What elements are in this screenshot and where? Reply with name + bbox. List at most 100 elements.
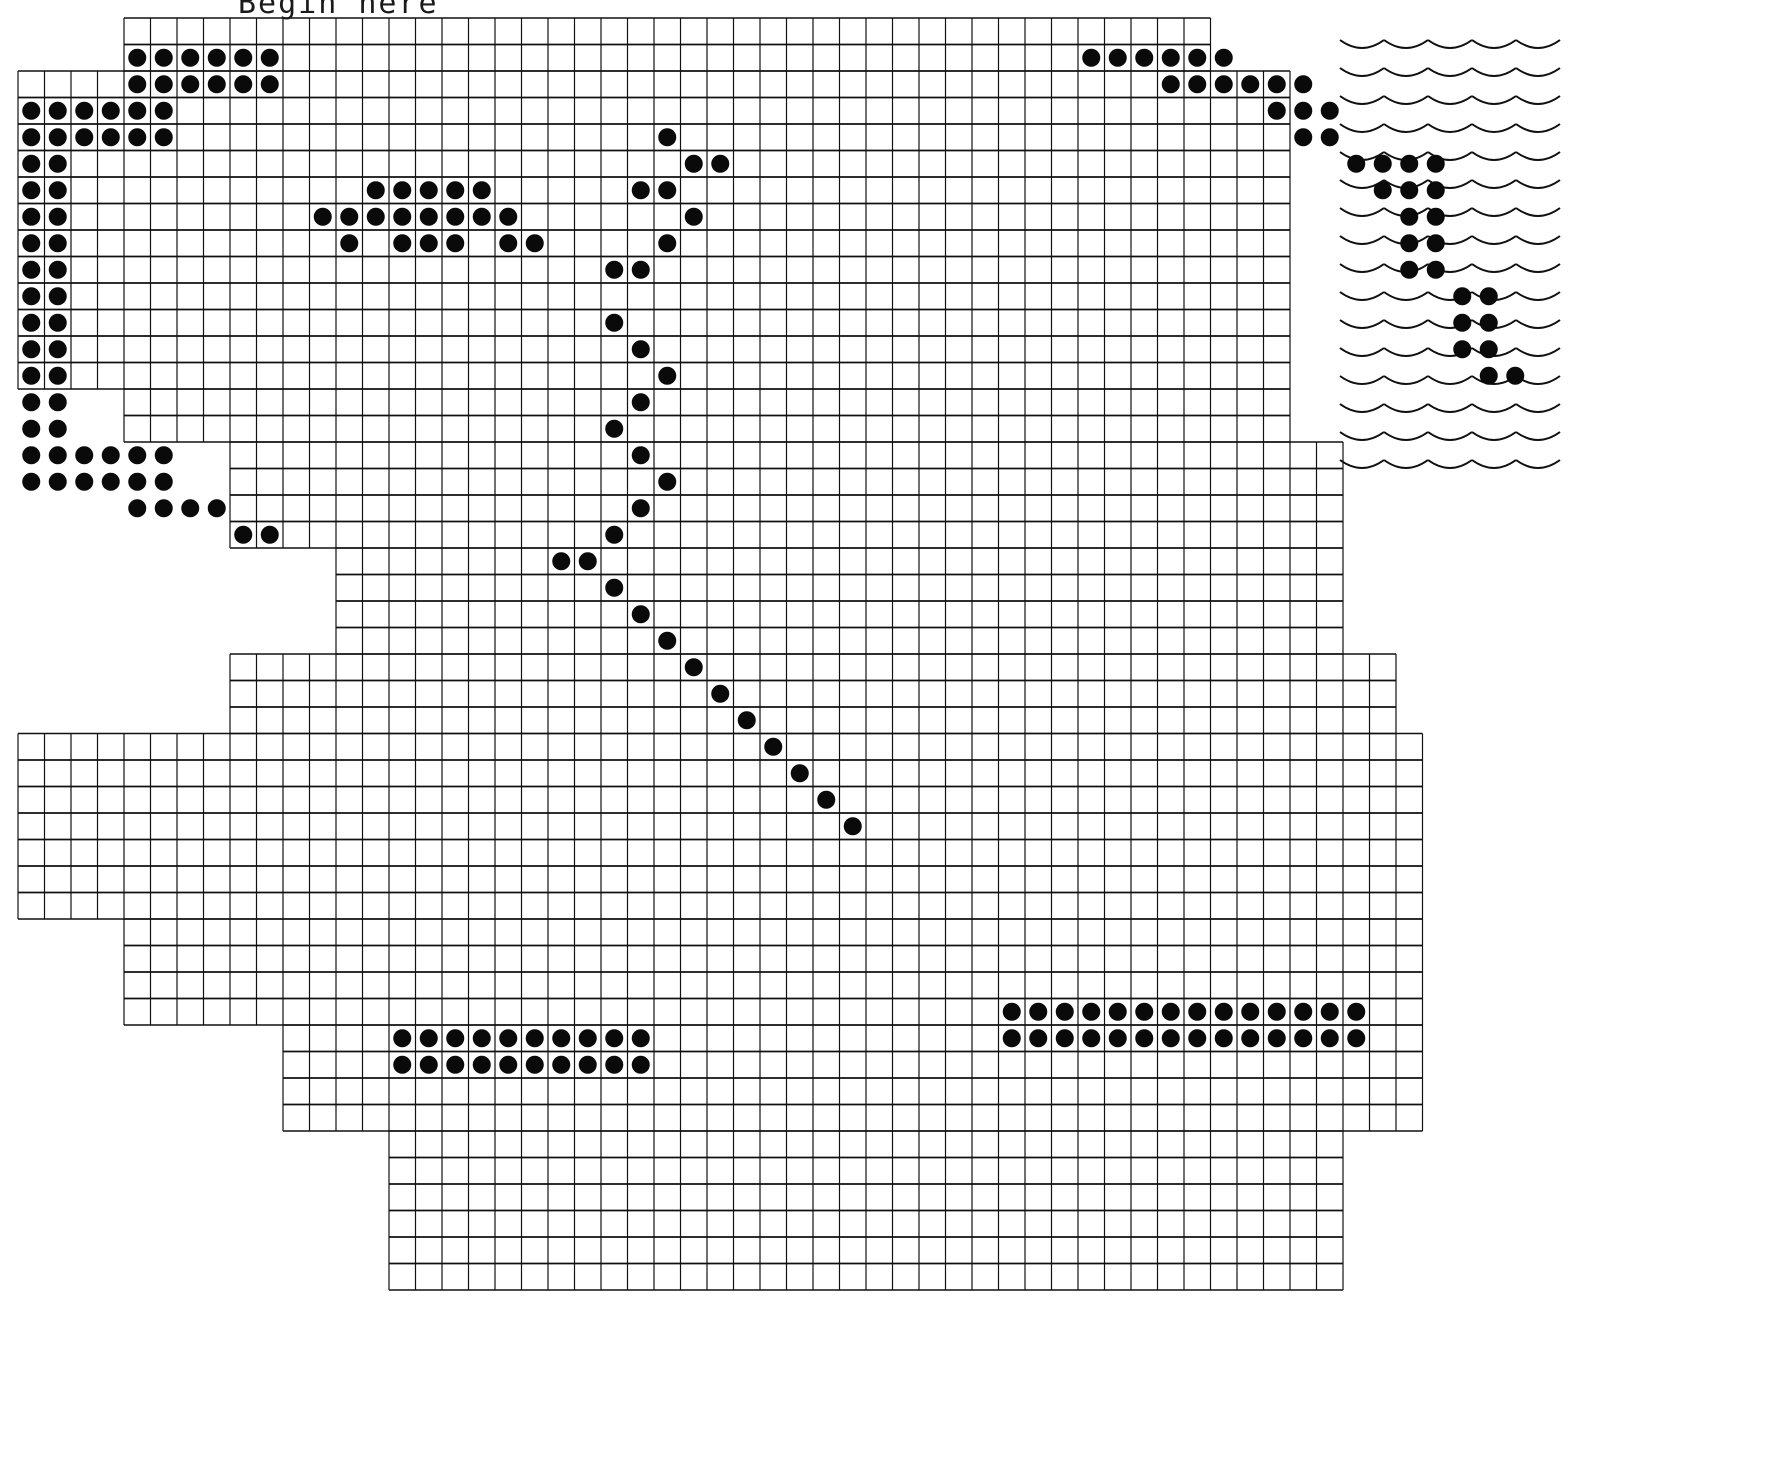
stitch-dot: [181, 49, 199, 67]
stitch-dot: [1135, 1029, 1153, 1047]
stitch-dot: [1506, 367, 1524, 385]
stitch-dot: [155, 473, 173, 491]
stitch-dot: [658, 234, 676, 252]
stitch-dot: [155, 499, 173, 517]
stitch-dot: [1400, 155, 1418, 173]
stitch-dot: [1321, 102, 1339, 120]
stitch-dot: [764, 738, 782, 756]
scallop-arc: [1340, 320, 1384, 328]
stitch-dot: [340, 208, 358, 226]
stitch-dot: [1215, 1029, 1233, 1047]
stitch-dot: [632, 1056, 650, 1074]
scallop-arc: [1340, 264, 1384, 272]
stitch-dot: [526, 1029, 544, 1047]
stitch-dot: [605, 1029, 623, 1047]
scallop-arc: [1384, 292, 1428, 300]
stitch-dot: [446, 208, 464, 226]
stitch-dot: [526, 1056, 544, 1074]
stitch-dot: [155, 49, 173, 67]
stitch-dot: [446, 234, 464, 252]
stitch-dot: [1400, 261, 1418, 279]
stitch-dot: [128, 49, 146, 67]
stitch-dot: [102, 102, 120, 120]
scallop-arc: [1428, 460, 1472, 468]
stitch-dot: [446, 1029, 464, 1047]
scallop-arc: [1472, 236, 1516, 244]
scallop-arc: [1516, 124, 1560, 132]
scallop-arc: [1472, 40, 1516, 48]
stitch-dot: [658, 632, 676, 650]
stitch-dot: [22, 181, 40, 199]
stitch-dot: [1294, 1003, 1312, 1021]
stitch-dot: [817, 791, 835, 809]
stitch-dot: [632, 393, 650, 411]
stitch-dot: [75, 128, 93, 146]
stitch-dot: [49, 446, 67, 464]
stitch-dot: [49, 234, 67, 252]
scallop-arc: [1428, 404, 1472, 412]
stitch-dot: [605, 1056, 623, 1074]
stitch-dot: [340, 234, 358, 252]
stitch-dot: [22, 261, 40, 279]
stitch-dot: [658, 128, 676, 146]
dot-layer: [22, 49, 1524, 1074]
stitch-dot: [1268, 75, 1286, 93]
stitch-dot: [473, 1029, 491, 1047]
stitch-dot: [181, 75, 199, 93]
stitch-dot: [128, 473, 146, 491]
stitch-dot: [22, 420, 40, 438]
stitch-dot: [1056, 1029, 1074, 1047]
stitch-dot: [658, 473, 676, 491]
stitch-dot: [208, 499, 226, 517]
stitch-dot: [1162, 1003, 1180, 1021]
stitch-dot: [446, 181, 464, 199]
stitch-dot: [1480, 340, 1498, 358]
scallop-arc: [1516, 292, 1560, 300]
stitch-dot: [155, 128, 173, 146]
stitch-dot: [49, 155, 67, 173]
begin-here-caption: Begin here: [238, 0, 439, 21]
stitch-dot: [1029, 1003, 1047, 1021]
scallop-arc: [1472, 96, 1516, 104]
stitch-dot: [49, 393, 67, 411]
stitch-dot: [552, 552, 570, 570]
stitch-dot: [1162, 1029, 1180, 1047]
stitch-dot: [1003, 1003, 1021, 1021]
scallop-arc: [1428, 432, 1472, 440]
stitch-dot: [738, 711, 756, 729]
stitch-dot: [49, 287, 67, 305]
stitch-dot: [261, 75, 279, 93]
stitch-dot: [499, 1056, 517, 1074]
stitch-dot: [1453, 287, 1471, 305]
stitch-dot: [1082, 1003, 1100, 1021]
stitch-dot: [393, 208, 411, 226]
scallop-arc: [1516, 348, 1560, 356]
stitch-dot: [605, 314, 623, 332]
stitch-dot: [632, 181, 650, 199]
stitch-dot: [22, 473, 40, 491]
stitch-dot: [49, 340, 67, 358]
stitch-dot: [367, 181, 385, 199]
stitch-dot: [155, 446, 173, 464]
stitch-dot: [393, 1056, 411, 1074]
scallop-arc: [1340, 124, 1384, 132]
stitch-dot: [1453, 340, 1471, 358]
stitch-dot: [1109, 1003, 1127, 1021]
stitch-dot: [1268, 1029, 1286, 1047]
stitch-dot: [314, 208, 332, 226]
scallop-arc: [1516, 320, 1560, 328]
stitch-dot: [1188, 1003, 1206, 1021]
stitch-dot: [1056, 1003, 1074, 1021]
stitch-dot: [579, 1029, 597, 1047]
scallop-arc: [1340, 68, 1384, 76]
stitch-dot: [605, 261, 623, 279]
stitch-dot: [1321, 128, 1339, 146]
stitch-dot: [446, 1056, 464, 1074]
stitch-dot: [393, 1029, 411, 1047]
scallop-arc: [1516, 180, 1560, 188]
stitch-dot: [22, 287, 40, 305]
scallop-arc: [1428, 96, 1472, 104]
stitch-dot: [1135, 1003, 1153, 1021]
stitch-dot: [1347, 1029, 1365, 1047]
scallop-arc: [1340, 292, 1384, 300]
